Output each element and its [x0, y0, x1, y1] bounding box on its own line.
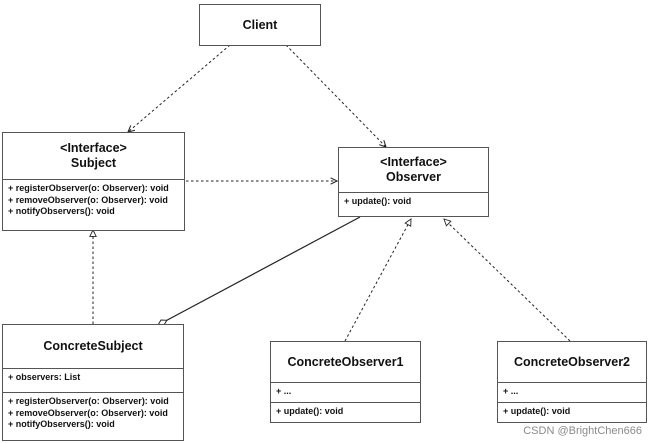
subject-method: + registerObserver(o: Observer): void — [8, 183, 169, 193]
concrete-observer1-fields: + ... — [271, 382, 420, 402]
concrete-subject-title: ConcreteSubject — [43, 339, 143, 353]
subject-methods: + registerObserver(o: Observer): void + … — [3, 179, 184, 218]
observer-stereotype: <Interface> — [380, 155, 447, 169]
concrete-subject-methods: + registerObserver(o: Observer): void + … — [3, 392, 183, 431]
concrete-observer2-header: ConcreteObserver2 — [498, 342, 646, 382]
observer-method: + update(): void — [344, 196, 412, 206]
observer-title: Observer — [386, 170, 441, 184]
concrete-observer1-title: ConcreteObserver1 — [287, 354, 404, 369]
concrete-observer2-method: + update(): void — [503, 406, 571, 416]
concrete-subject-method: + removeObserver(o: Observer): void — [8, 407, 168, 418]
subject-header: <Interface> Subject — [3, 133, 184, 179]
observer-interface-box: <Interface> Observer + update(): void — [338, 147, 489, 217]
concrete-subject-field: + observers: List — [8, 372, 81, 382]
concrete-observer1-box: ConcreteObserver1 + ... + update(): void — [270, 341, 421, 423]
concrete-observer1-methods: + update(): void — [271, 402, 420, 418]
client-title: Client — [242, 17, 278, 32]
concrete-subject-header: ConcreteSubject — [3, 325, 183, 368]
concrete-observer2-methods: + update(): void — [498, 402, 646, 418]
edge-client-to-subject — [128, 44, 231, 132]
observer-header: <Interface> Observer — [339, 148, 488, 192]
edge-client-to-observer — [285, 44, 386, 147]
edge-observer-aggregated-by-concrete-subject — [157, 216, 361, 326]
concrete-observer1-field: + ... — [276, 386, 292, 396]
edge-concrete-observer2-implements-observer — [444, 219, 571, 342]
concrete-observer2-fields: + ... — [498, 382, 646, 402]
concrete-subject-method: + notifyObservers(): void — [8, 419, 115, 429]
subject-method: + notifyObservers(): void — [8, 206, 115, 216]
subject-title: Subject — [70, 156, 117, 170]
subject-method: + removeObserver(o: Observer): void — [8, 194, 168, 205]
concrete-observer1-method: + update(): void — [276, 406, 344, 416]
observer-methods: + update(): void — [339, 192, 488, 208]
concrete-subject-fields: + observers: List — [3, 368, 183, 392]
subject-stereotype: <Interface> — [60, 141, 127, 155]
subject-interface-box: <Interface> Subject + registerObserver(o… — [2, 132, 185, 231]
concrete-subject-box: ConcreteSubject + observers: List + regi… — [2, 324, 184, 441]
concrete-subject-method: + registerObserver(o: Observer): void — [8, 396, 169, 406]
client-box: Client — [199, 4, 321, 46]
concrete-observer1-header: ConcreteObserver1 — [271, 342, 420, 382]
credit-label: CSDN @BrightChen666 — [523, 425, 642, 437]
concrete-observer2-title: ConcreteObserver2 — [513, 354, 631, 369]
concrete-observer2-box: ConcreteObserver2 + ... + update(): void — [497, 341, 647, 423]
edge-concrete-observer1-implements-observer — [344, 219, 411, 342]
concrete-observer2-field: + ... — [503, 386, 519, 396]
